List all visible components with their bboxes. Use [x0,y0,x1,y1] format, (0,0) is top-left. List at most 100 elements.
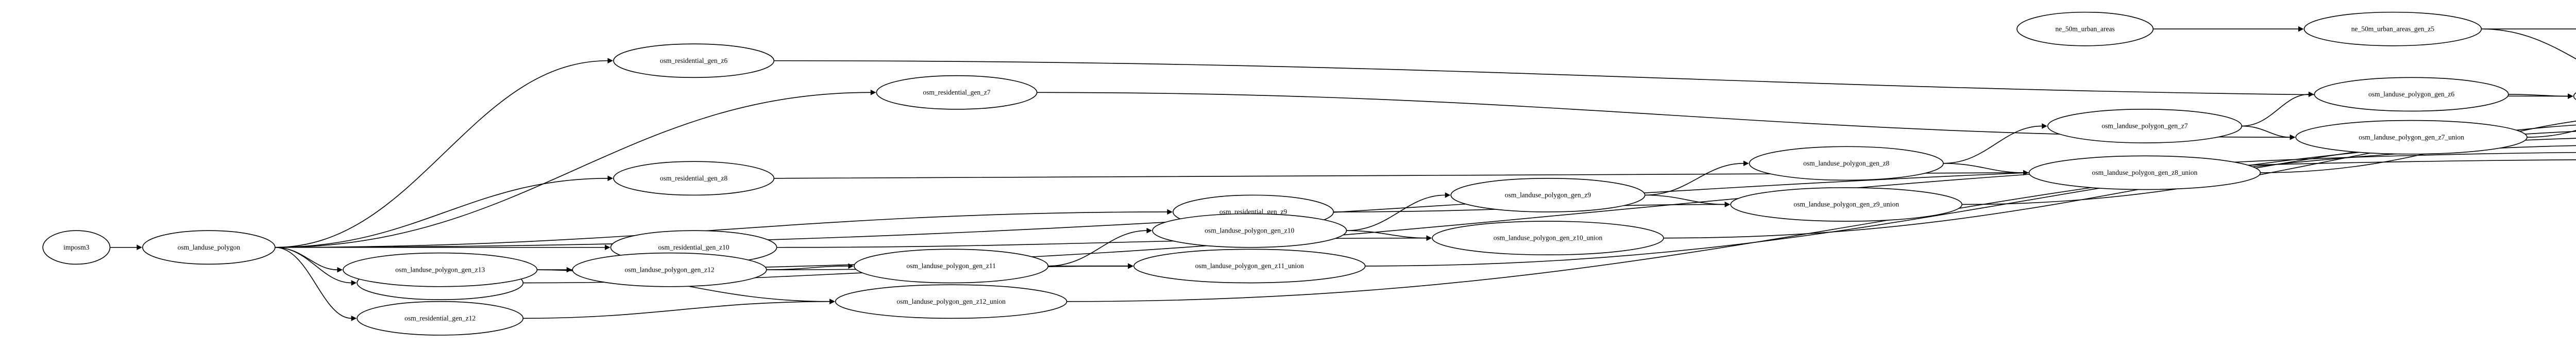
graph-node-imposm3[interactable]: imposm3 [42,230,111,265]
node-label: osm_landuse_polygon_gen_z8_union [2092,169,2198,176]
graph-node-osm-landuse-polygon-gen-z7-union[interactable]: osm_landuse_polygon_gen_z7_union [2295,120,2528,155]
graph-node-osm-landuse-polygon-gen-z12[interactable]: osm_landuse_polygon_gen_z12 [572,252,767,287]
node-ellipse [1133,249,1366,284]
node-label: imposm3 [63,243,90,251]
node-label: osm_residential_gen_z7 [923,88,990,96]
graph-node-osm-landuse-polygon-gen-z8-union[interactable]: osm_landuse_polygon_gen_z8_union [2028,155,2261,190]
graph-edge [1645,163,1744,196]
edge-arrowhead [351,280,357,286]
node-label: osm_landuse_polygon_gen_z6 [2368,90,2454,98]
graph-node-osm-residential-gen-z7[interactable]: osm_residential_gen_z7 [876,75,1038,110]
graph-edge [774,60,2568,97]
graph-node-osm-landuse-polygon-gen-z6-union[interactable]: osm_landuse_polygon_gen_z6_union [2573,79,2576,113]
graph-node-osm-landuse-polygon-gen-z12-union[interactable]: osm_landuse_polygon_gen_z12_union [835,284,1067,319]
edge-arrowhead [1128,263,1133,269]
node-ellipse [2573,92,2576,100]
graph-node-osm-landuse-polygon-gen-z9-union[interactable]: osm_landuse_polygon_gen_z9_union [1730,187,1962,222]
graph-edge [1346,194,1446,231]
node-label: osm_landuse_polygon_gen_z10_union [1494,234,1603,242]
node-ellipse [854,249,1049,284]
node-ellipse [2047,109,2242,143]
node-ellipse [2028,155,2261,190]
graph-edge [275,211,1167,248]
graph-edge [275,60,608,248]
edge-arrowhead [351,315,357,321]
node-ellipse [1730,187,1962,222]
graph-edge [523,301,830,319]
edge-arrowhead [337,267,343,273]
graph-edge [275,92,871,248]
node-ellipse [357,301,524,336]
edge-arrowhead [604,244,611,251]
edge-arrowhead [607,58,613,64]
node-ellipse [835,284,1067,319]
edge-arrowhead [2290,134,2296,140]
graph-edge [1943,125,2042,164]
node-label: osm_landuse_polygon_gen_z12_union [896,298,1006,305]
node-ellipse [2303,11,2482,46]
node-label: osm_landuse_polygon_gen_z9_union [1793,201,1899,208]
graph-edge [2242,125,2291,138]
edge-arrowhead [1445,192,1451,198]
edge-arrowhead [1743,160,1749,167]
graph-node-osm-landuse-polygon-gen-z6[interactable]: osm_landuse_polygon_gen_z6 [2314,77,2509,112]
node-ellipse [343,252,538,287]
nodes-layer: imposm3 osm_landuse_polygon osm_residentia… [42,11,2576,336]
graph-node-osm-landuse-polygon-gen-z13[interactable]: osm_landuse_polygon_gen_z13 [343,252,538,287]
node-ellipse [613,43,775,78]
graph-edge [275,246,337,270]
node-ellipse [2295,120,2528,155]
edge-arrowhead [829,299,835,305]
node-label: osm_residential_gen_z12 [404,314,476,322]
graph-node-osm-landuse-polygon-gen-z11-union[interactable]: osm_landuse_polygon_gen_z11_union [1133,249,1366,284]
graph-edge [1048,230,1147,267]
graph-edge [1943,163,2024,173]
edge-arrowhead [2042,123,2047,129]
graph-edge [2527,130,2576,138]
graph-node-osm-landuse-polygon[interactable]: osm_landuse_polygon [142,230,276,265]
edge-arrowhead [870,89,876,95]
graph-edge [275,246,352,284]
graph-node-osm-landuse-polygon-gen-z8[interactable]: osm_landuse_polygon_gen_z8 [1749,146,1944,181]
graph-node-osm-landuse-polygon-gen-z9[interactable]: osm_landuse_polygon_gen_z9 [1450,177,1646,212]
node-label: osm_landuse_polygon_gen_z8 [1803,159,1889,167]
edge-arrowhead [1167,209,1173,215]
node-label: osm_residential_gen_z6 [660,57,727,64]
node-label: osm_residential_gen_z10 [658,243,730,251]
graph-edge [2481,28,2576,60]
graph-node-osm-residential-gen-z8[interactable]: osm_residential_gen_z8 [613,161,775,196]
node-label: osm_landuse_polygon_gen_z11_union [1195,262,1304,270]
node-label: osm_landuse_polygon_gen_z11 [906,262,995,270]
node-ellipse [2016,11,2154,46]
node-label: osm_landuse_polygon_gen_z12 [624,266,714,273]
graph-edge [2508,94,2568,97]
graph-node-osm-landuse-polygon-gen-z10[interactable]: osm_landuse_polygon_gen_z10 [1152,213,1347,248]
graph-node-osm-residential-gen-z6[interactable]: osm_residential_gen_z6 [613,43,775,78]
node-ellipse [2314,77,2509,112]
node-ellipse [142,230,276,265]
graph-node-ne-50m-urban-areas[interactable]: ne_50m_urban_areas [2016,11,2154,46]
edge-arrowhead [1724,202,1731,207]
node-label: ne_50m_urban_areas [2055,25,2114,32]
node-ellipse [613,161,775,196]
edge-arrowhead [1426,235,1432,241]
graph-node-osm-landuse-polygon-gen-z10-union[interactable]: osm_landuse_polygon_gen_z10_union [1432,221,1664,256]
graph-edge [1346,230,1427,239]
graph-node-osm-landuse-polygon-gen-z11[interactable]: osm_landuse_polygon_gen_z11 [854,249,1049,284]
node-ellipse [876,75,1038,110]
graph-node-osm-residential-gen-z12[interactable]: osm_residential_gen_z12 [357,301,524,336]
node-ellipse [1152,213,1347,248]
edge-arrowhead [137,244,142,251]
graph-edge [275,246,352,319]
graph-node-ne-50m-urban-areas-gen-z5[interactable]: ne_50m_urban_areas_gen_z5 [2303,11,2482,46]
node-label: osm_landuse_polygon_gen_z9 [1505,191,1591,199]
graph-edge [1645,194,1725,205]
graph-edge [1066,145,2576,302]
node-label: osm_landuse_polygon [178,243,241,251]
node-label: osm_landuse_polygon_gen_z13 [395,266,485,273]
edge-arrowhead [1146,227,1153,234]
graph-node-osm-landuse-polygon-gen-z7[interactable]: osm_landuse_polygon_gen_z7 [2047,109,2242,143]
graph-edge [2242,94,2309,127]
